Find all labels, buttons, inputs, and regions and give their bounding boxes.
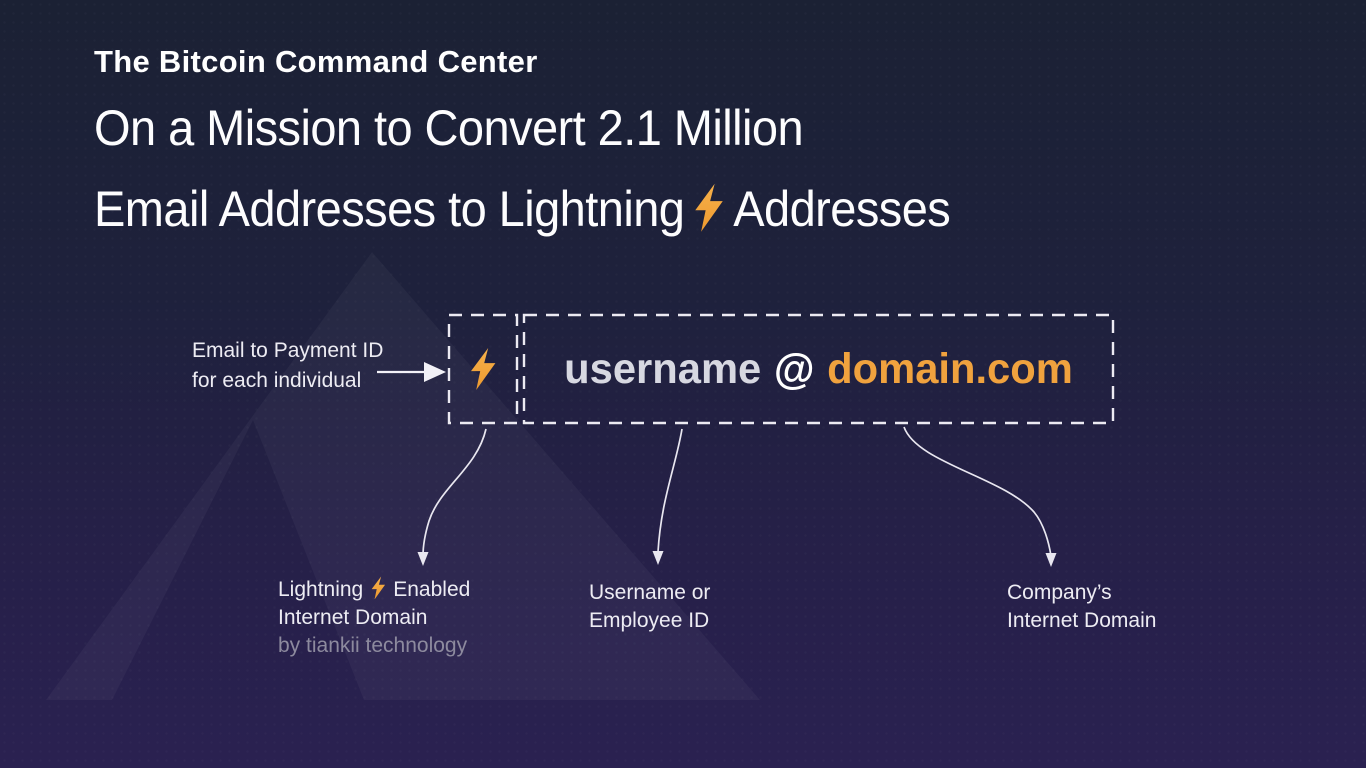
- lightning-bolt-icon: [471, 348, 496, 390]
- address-username: username: [564, 344, 762, 393]
- headline-line-2-after: Addresses: [733, 181, 951, 237]
- arrow-head-username-id-icon: [652, 551, 664, 565]
- headline-line-2-before: Email Addresses to Lightning: [94, 181, 685, 237]
- watermark-triangle: [46, 252, 760, 700]
- annotation-lightning-domain-line-2: Internet Domain: [278, 606, 428, 630]
- annotation-company-domain-line-2: Internet Domain: [1007, 609, 1157, 632]
- headline-line-2: Email Addresses to Lightning Addresses: [94, 180, 951, 242]
- annotation-username-id-line-1: Username or: [589, 581, 711, 604]
- annotation-company-domain: Company’s Internet Domain: [1007, 579, 1156, 635]
- arrow-to-company-domain: [903, 426, 1052, 557]
- lightning-address: username @ domain.com: [533, 315, 1104, 423]
- address-domain: domain.com: [827, 344, 1073, 393]
- arrow-to-username-id: [657, 428, 683, 553]
- lightning-bolt-icon: [695, 183, 723, 232]
- annotation-lightning-domain-line-1: Lightning Enabled: [278, 576, 470, 604]
- arrow-to-lightning-domain: [422, 428, 487, 557]
- lightning-bolt-icon: [371, 576, 386, 600]
- callout-line-2: for each individual: [192, 369, 362, 392]
- callout-label: Email to Payment ID for each individual: [192, 336, 383, 396]
- callout-arrow-head-icon: [424, 362, 446, 382]
- lightning-domain-after: Enabled: [393, 578, 471, 601]
- headline-line-1: On a Mission to Convert 2.1 Million: [94, 100, 804, 156]
- lightning-domain-before: Lightning: [278, 578, 364, 601]
- kicker-title: The Bitcoin Command Center: [94, 44, 538, 79]
- lightning-dashed-box: [447, 313, 519, 425]
- annotation-username-id: Username or Employee ID: [589, 579, 710, 635]
- arrow-head-company-domain-icon: [1045, 553, 1057, 567]
- annotation-lightning-domain-byline: by tiankii technology: [278, 634, 468, 658]
- annotation-lightning-domain: Lightning Enabled Internet Domain by tian…: [278, 576, 470, 660]
- address-dashed-box: [522, 313, 1115, 425]
- annotation-username-id-line-2: Employee ID: [589, 609, 710, 632]
- at-symbol: @: [773, 344, 815, 393]
- arrow-head-lightning-domain-icon: [417, 552, 429, 566]
- lightning-box: [449, 315, 517, 423]
- callout-line-1: Email to Payment ID: [192, 339, 384, 362]
- annotation-company-domain-line-1: Company’s: [1007, 581, 1112, 604]
